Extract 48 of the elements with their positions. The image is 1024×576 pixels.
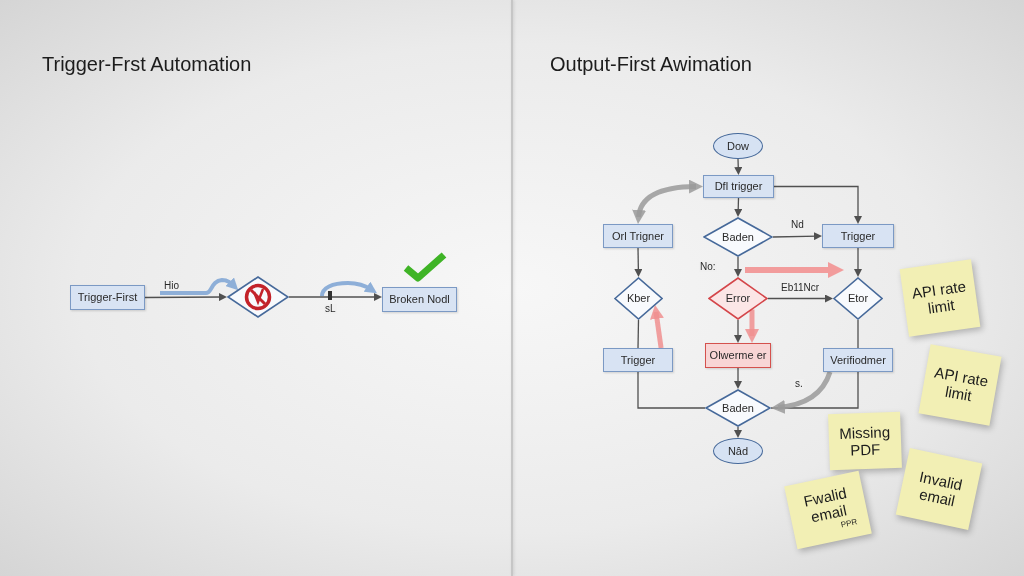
arrow [734, 319, 742, 343]
connector-line [637, 319, 640, 349]
arrow [144, 293, 227, 302]
highlight-arrow [771, 371, 833, 414]
arrow [772, 232, 822, 241]
terminal-ellipse: Nâd [713, 438, 763, 464]
edge-label: s. [794, 379, 804, 389]
arrow [734, 426, 742, 438]
sticky-note: Missing PDF [828, 411, 902, 471]
process-box: Trigger [822, 224, 894, 248]
edge-label: No: [699, 262, 717, 272]
highlight-arrow [745, 309, 759, 343]
highlight-arrow [650, 304, 664, 349]
process-box: Trigger [603, 348, 673, 372]
arrow [634, 247, 643, 277]
arrow [734, 158, 743, 175]
edge-label: Nd [790, 220, 805, 230]
decision-diamond: Baden [705, 389, 771, 427]
decision-diamond: Error [708, 277, 768, 320]
decision-diamond: Kber [614, 277, 663, 320]
decision-diamond [227, 276, 289, 318]
arrow [288, 293, 382, 301]
process-box: Dfl trigger [703, 175, 774, 198]
process-box: Olwerme er [705, 343, 771, 368]
arrow [734, 197, 743, 217]
edge-label: sL [324, 304, 337, 314]
arrow [734, 256, 742, 277]
process-box: Orl Trigner [603, 224, 673, 248]
arrow [773, 185, 862, 224]
process-box: Trigger-First [70, 285, 145, 310]
edge-label: Hio [163, 281, 180, 291]
connector-line [857, 319, 859, 349]
arrow [854, 247, 862, 277]
process-box: Broken Nodl [382, 287, 457, 312]
panel-title: Output-First Awimation [550, 52, 752, 77]
decision-diamond: Baden [703, 217, 773, 257]
terminal-ellipse: Dow [713, 133, 763, 159]
process-box: Verifiodmer [823, 348, 893, 372]
arrow [734, 367, 742, 389]
decision-diamond: Etor [833, 277, 883, 320]
sticky-note: API rate limit [899, 259, 981, 337]
sticky-note: Invalid email [895, 448, 983, 530]
edge-label: Eb11Ncr [780, 283, 821, 293]
panel-title: Trigger-Frst Automation [42, 52, 252, 77]
connector-line [637, 371, 706, 409]
arrow [767, 294, 833, 303]
sticky-note: API rate limit [918, 344, 1002, 426]
double-headed-arrow [632, 179, 703, 224]
